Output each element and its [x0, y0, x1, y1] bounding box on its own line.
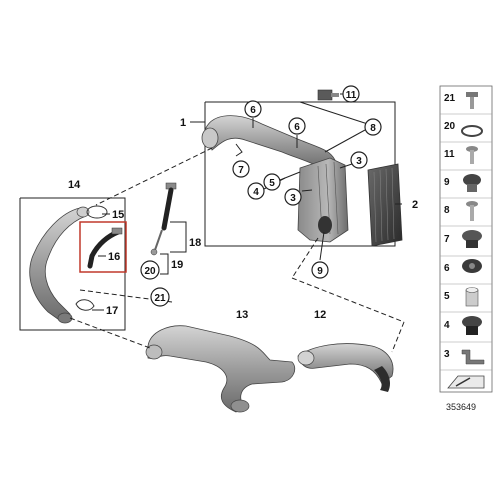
parts-row-label: 21 [444, 93, 456, 104]
label-part-16: 16 [108, 251, 120, 263]
main-group-frame [204, 101, 396, 247]
dash-left-to-13 [69, 317, 151, 349]
label-part-2: 2 [412, 199, 418, 211]
svg-text:5: 5 [269, 178, 275, 189]
callout-9: 9 [311, 261, 329, 279]
callout-11: 11 [342, 85, 360, 103]
o-ring-icon [461, 125, 483, 137]
callout-3b: 3 [350, 151, 368, 169]
left-group-frame [19, 197, 126, 331]
parts-row-label: 9 [444, 177, 450, 188]
label-part-1: 1 [180, 117, 186, 129]
callout-5: 5 [263, 173, 281, 191]
bracket-18 [170, 221, 187, 253]
parts-row-label: 20 [444, 121, 456, 132]
hose-part-18 [150, 182, 177, 256]
grommet-icon [462, 316, 482, 335]
label-part-17: 17 [106, 305, 118, 317]
label-part-13: 13 [236, 309, 248, 321]
arrow-icon [447, 375, 485, 389]
bracket-19 [160, 253, 169, 275]
screw-icon [466, 201, 478, 221]
svg-text:8: 8 [370, 123, 376, 134]
leader-9 [319, 231, 325, 261]
lower-duct-part-13 [145, 325, 296, 413]
highlight-frame [79, 221, 127, 273]
grommet-icon [463, 174, 481, 192]
label-part-18: 18 [189, 237, 201, 249]
svg-text:3: 3 [356, 156, 362, 167]
clip-part [75, 299, 95, 311]
callout-7: 7 [232, 160, 250, 178]
parts-row-label: 7 [444, 234, 450, 245]
svg-text:9: 9 [317, 266, 323, 277]
label-part-14: 14 [68, 179, 81, 191]
parts-column: 21 20 11 9 8 7 6 5 4 3 [439, 85, 493, 393]
intake-duct-part [201, 115, 336, 171]
svg-text:6: 6 [294, 122, 300, 133]
sensor-part [317, 89, 339, 101]
leader-3a [301, 189, 313, 192]
lower-duct-part-12 [297, 343, 394, 392]
parts-row-label: 4 [444, 320, 450, 331]
grommet-icon [462, 230, 482, 248]
parts-row-label: 11 [444, 149, 455, 160]
parts-row-label: 3 [444, 349, 450, 360]
dash-duct-to-left [95, 147, 213, 206]
bracket-icon [461, 349, 485, 365]
svg-text:4: 4 [253, 187, 259, 198]
parts-row-label: 8 [444, 205, 450, 216]
bushing-icon [465, 287, 479, 307]
parts-row-label: 6 [444, 263, 450, 274]
clamp-part [86, 205, 108, 219]
callout-3a: 3 [284, 188, 302, 206]
screw-icon [466, 146, 478, 164]
callout-21: 21 [150, 287, 170, 307]
svg-text:11: 11 [346, 90, 357, 101]
label-part-15: 15 [112, 209, 124, 221]
label-part-12: 12 [314, 309, 326, 321]
grommet-icon [462, 259, 482, 273]
svg-text:20: 20 [144, 266, 156, 277]
svg-text:7: 7 [238, 165, 244, 176]
reference-number: 353649 [446, 402, 476, 412]
leader-5 [279, 171, 301, 181]
svg-text:3: 3 [290, 193, 296, 204]
label-part-19: 19 [171, 259, 183, 271]
arrow-icon-stroke [455, 377, 471, 387]
leader-8 [324, 129, 366, 153]
callout-20: 20 [140, 260, 160, 280]
svg-text:6: 6 [250, 105, 256, 116]
callout-6b: 6 [288, 117, 306, 135]
left-duct-part [29, 206, 90, 324]
parts-row-label: 5 [444, 291, 450, 302]
bolt-icon [466, 92, 478, 109]
callout-8: 8 [364, 118, 382, 136]
svg-text:21: 21 [154, 293, 166, 304]
dash-right [291, 277, 405, 323]
hose-part-16 [87, 227, 123, 269]
leader-3b [339, 163, 353, 169]
callout-4: 4 [247, 182, 265, 200]
dash-to-12 [391, 321, 405, 353]
callout-6a: 6 [244, 100, 262, 118]
filter-housing-part [297, 157, 349, 243]
filter-element-part [367, 163, 403, 247]
